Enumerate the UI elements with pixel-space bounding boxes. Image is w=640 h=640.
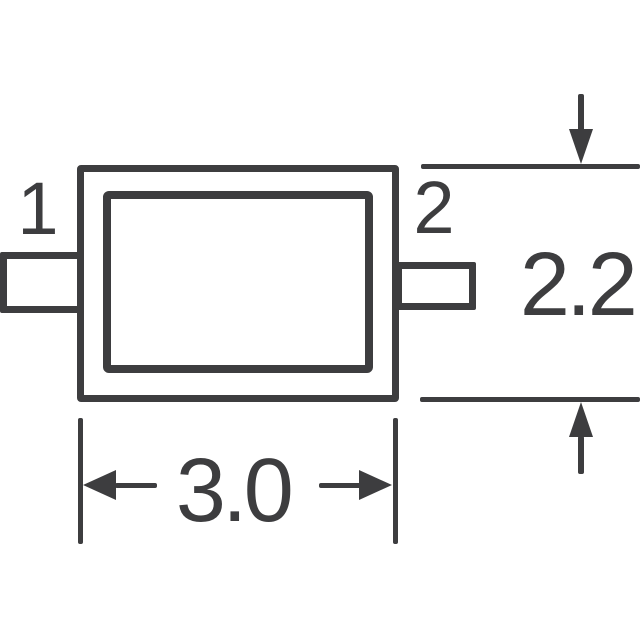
width-dimension-label: 3.0 [175, 441, 294, 541]
height-dim-extension-line-top [421, 164, 640, 169]
width-dim-arrow-left-shaft [115, 483, 157, 488]
height-dimension-label: 2.2 [519, 235, 638, 335]
width-dim-arrow-right-shaft [319, 483, 361, 488]
pin-1-label: 1 [17, 167, 59, 250]
width-dim-extension-line-right [393, 418, 398, 544]
height-dim-extension-line-bottom [420, 397, 640, 402]
width-dim-extension-line-left [78, 418, 83, 544]
pin-2-label: 2 [413, 166, 455, 249]
arrowhead-down-icon [569, 129, 593, 164]
arrowhead-right-icon [359, 470, 392, 500]
arrowhead-left-icon [83, 470, 116, 500]
lead-right [395, 262, 476, 310]
height-dim-arrow-up-shaft [578, 436, 584, 474]
lead-left [0, 252, 84, 313]
arrowhead-up-icon [569, 402, 593, 437]
component-body-inner-outline [103, 191, 373, 373]
height-dim-arrow-down-shaft [578, 94, 584, 131]
